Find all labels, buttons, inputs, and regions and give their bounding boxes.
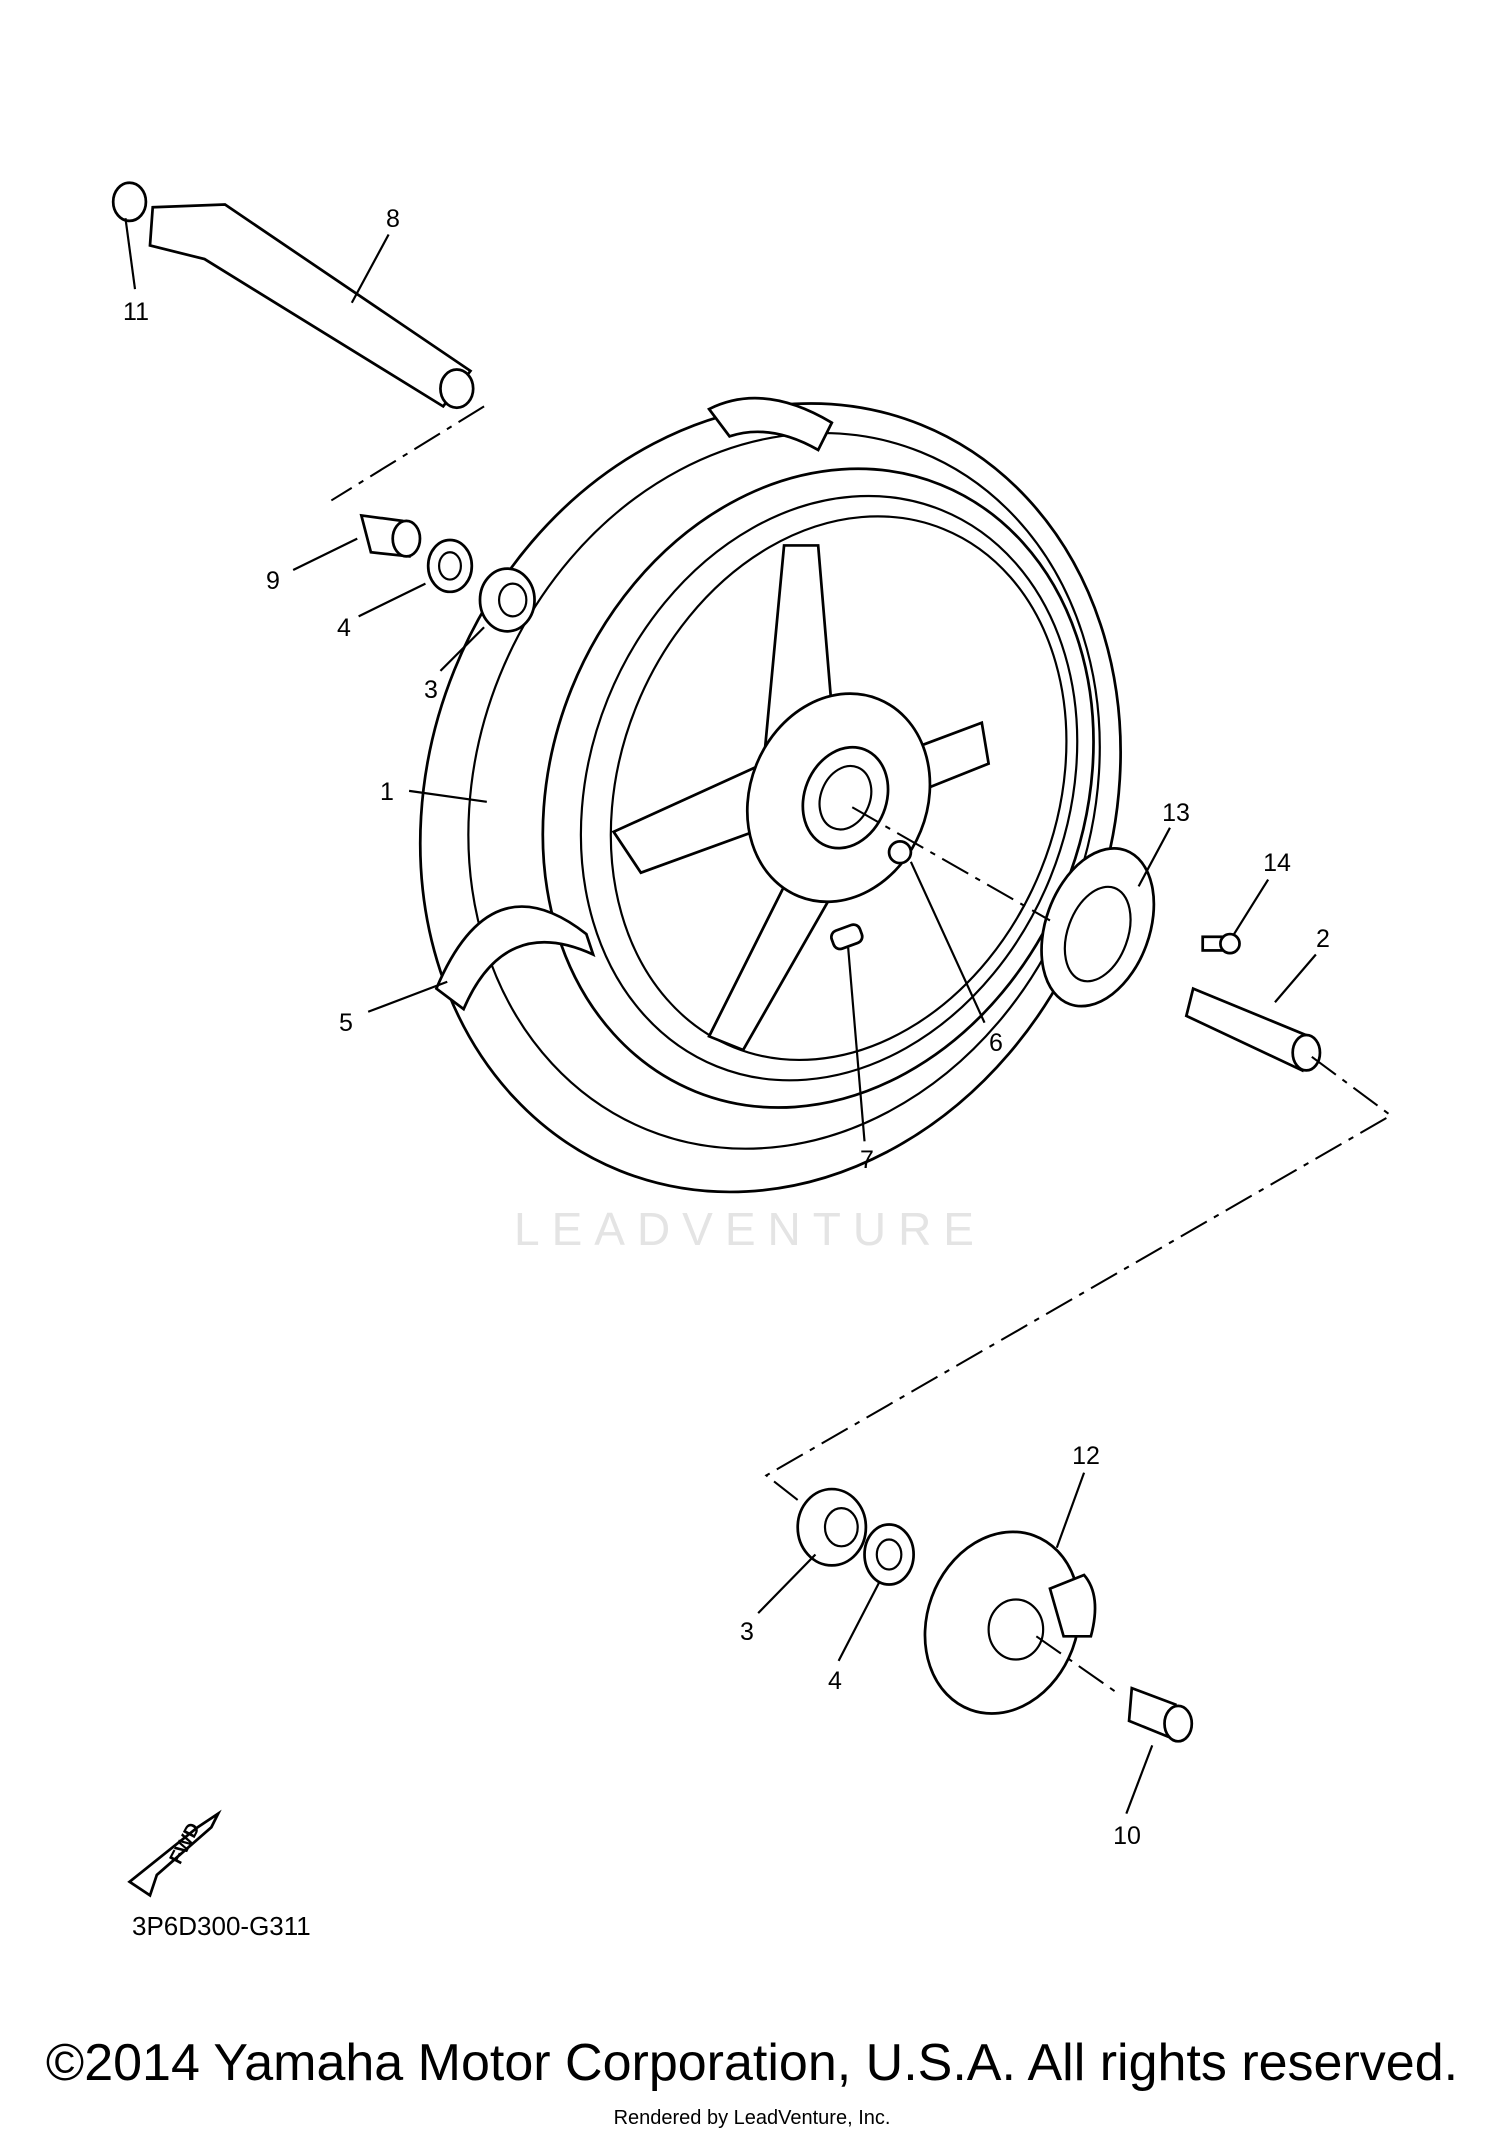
callout-5[interactable]: 5 <box>339 1009 353 1037</box>
disc-cover <box>1040 846 1156 1008</box>
callout-7[interactable]: 7 <box>860 1146 874 1174</box>
bearing <box>796 1487 868 1567</box>
callout-14[interactable]: 14 <box>1263 849 1291 877</box>
callout-9[interactable]: 9 <box>266 567 280 595</box>
axle <box>111 181 475 410</box>
wheel-assembly <box>418 396 1122 1194</box>
rendered-by: Rendered by LeadVenture, Inc. <box>614 2107 891 2129</box>
axle-nut <box>111 181 148 223</box>
callout-6[interactable]: 6 <box>989 1029 1003 1057</box>
collar <box>1184 986 1311 1073</box>
callout-13[interactable]: 13 <box>1162 799 1190 827</box>
callout-2[interactable]: 2 <box>1316 925 1330 953</box>
fwd-arrow-icon: FWD <box>127 1809 222 1898</box>
callout-8[interactable]: 8 <box>386 205 400 233</box>
valve <box>829 923 864 951</box>
watermark: LEADVENTURE <box>514 1203 986 1255</box>
callout-4[interactable]: 4 <box>337 614 351 642</box>
left-bearings <box>359 513 536 633</box>
callout-11[interactable]: 11 <box>123 298 149 326</box>
copyright: ©2014 Yamaha Motor Corporation, U.S.A. A… <box>46 2034 1458 2092</box>
fwd-label: FWD <box>166 1820 205 1868</box>
callout-10[interactable]: 10 <box>1113 1822 1141 1850</box>
weight <box>887 839 913 865</box>
callout-4b[interactable]: 4 <box>828 1667 842 1695</box>
callout-12[interactable]: 12 <box>1072 1442 1100 1470</box>
callout-1[interactable]: 1 <box>380 778 394 806</box>
gear-unit <box>923 1530 1081 1715</box>
callout-3b[interactable]: 3 <box>740 1618 754 1646</box>
diagram-code: 3P6D300-G311 <box>132 1911 311 1941</box>
callout-3[interactable]: 3 <box>424 676 438 704</box>
right-parts <box>796 846 1322 1743</box>
